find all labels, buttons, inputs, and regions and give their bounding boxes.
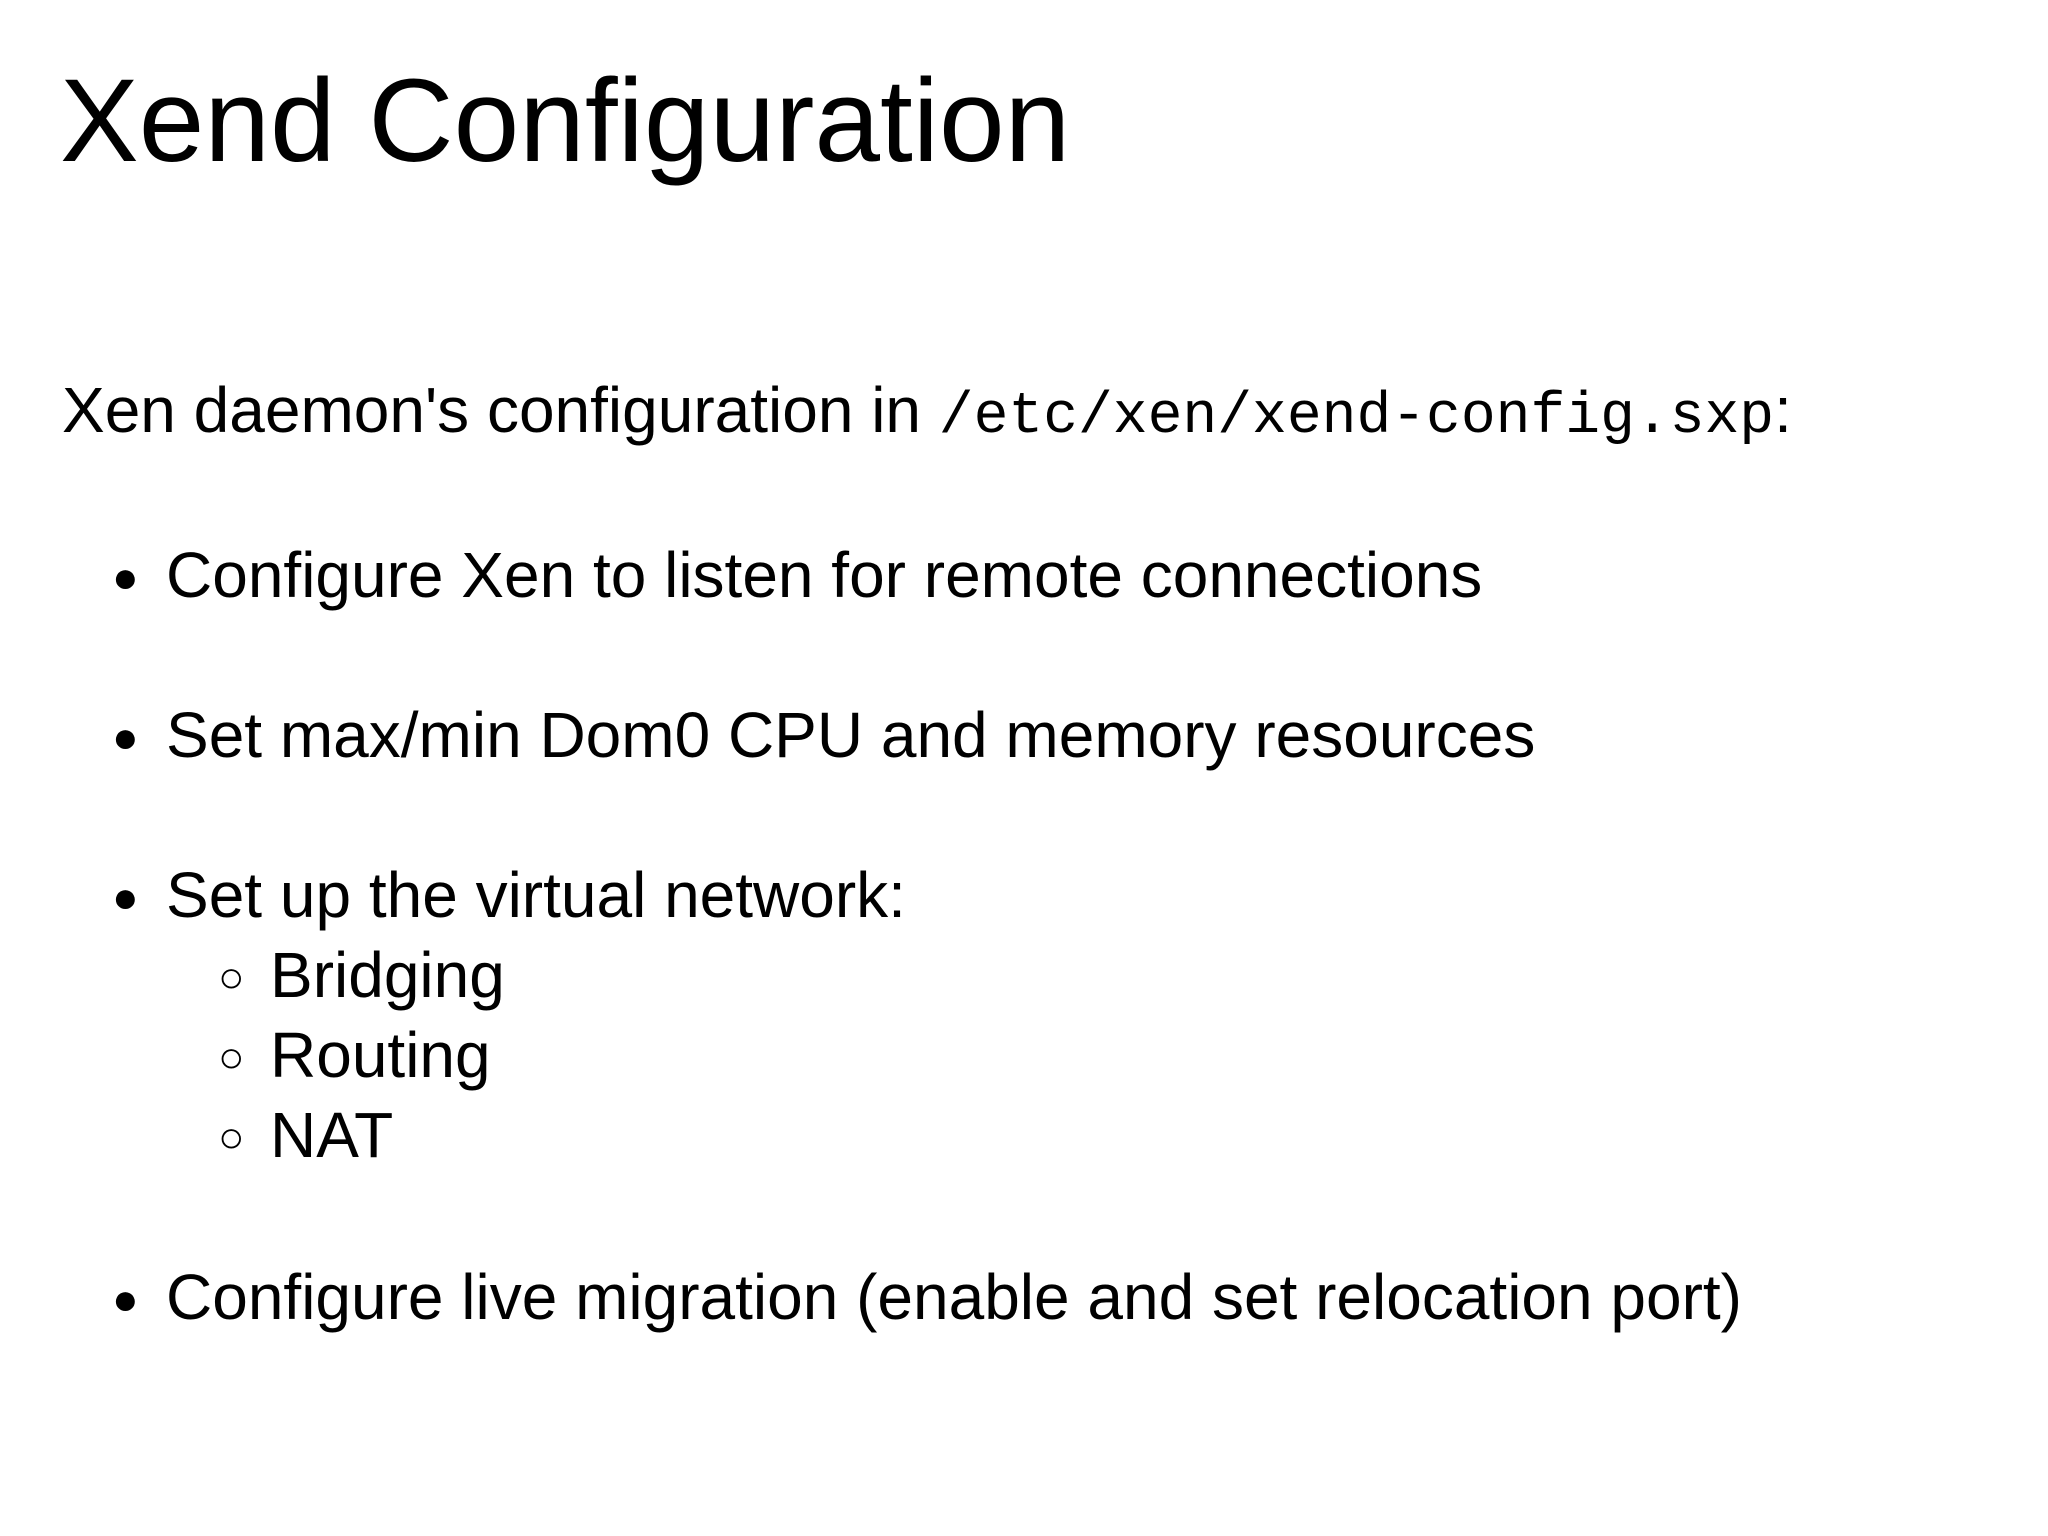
bullet-icon: ●: [112, 872, 139, 922]
bullet-item: ●Set up the virtual network:: [112, 863, 906, 927]
sub-item-text: Bridging: [270, 939, 505, 1011]
sub-item-text: NAT: [270, 1099, 394, 1171]
bullet-item: ●Configure Xen to listen for remote conn…: [112, 543, 1482, 607]
config-file-path: /etc/xen/xend-config.sxp: [938, 385, 1775, 450]
sub-item: ○Bridging: [218, 943, 505, 1007]
intro-suffix: :: [1774, 374, 1792, 446]
sub-bullet-icon: ○: [218, 952, 245, 1002]
bullet-icon: ●: [112, 552, 139, 602]
intro-line: Xen daemon's configuration in /etc/xen/x…: [62, 378, 1792, 447]
bullet-text: Configure Xen to listen for remote conne…: [166, 539, 1483, 611]
bullet-item: ●Set max/min Dom0 CPU and memory resourc…: [112, 703, 1535, 767]
intro-text: Xen daemon's configuration in: [62, 374, 939, 446]
sub-item: ○Routing: [218, 1023, 491, 1087]
bullet-text: Configure live migration (enable and set…: [166, 1261, 1742, 1333]
sub-bullet-icon: ○: [218, 1112, 245, 1162]
sub-bullet-icon: ○: [218, 1032, 245, 1082]
bullet-icon: ●: [112, 1274, 139, 1324]
bullet-text: Set max/min Dom0 CPU and memory resource…: [166, 699, 1536, 771]
bullet-icon: ●: [112, 712, 139, 762]
bullet-item: ●Configure live migration (enable and se…: [112, 1265, 1742, 1329]
sub-item-text: Routing: [270, 1019, 491, 1091]
sub-item: ○NAT: [218, 1103, 393, 1167]
bullet-text: Set up the virtual network:: [166, 859, 906, 931]
slide-title: Xend Configuration: [60, 55, 1071, 187]
